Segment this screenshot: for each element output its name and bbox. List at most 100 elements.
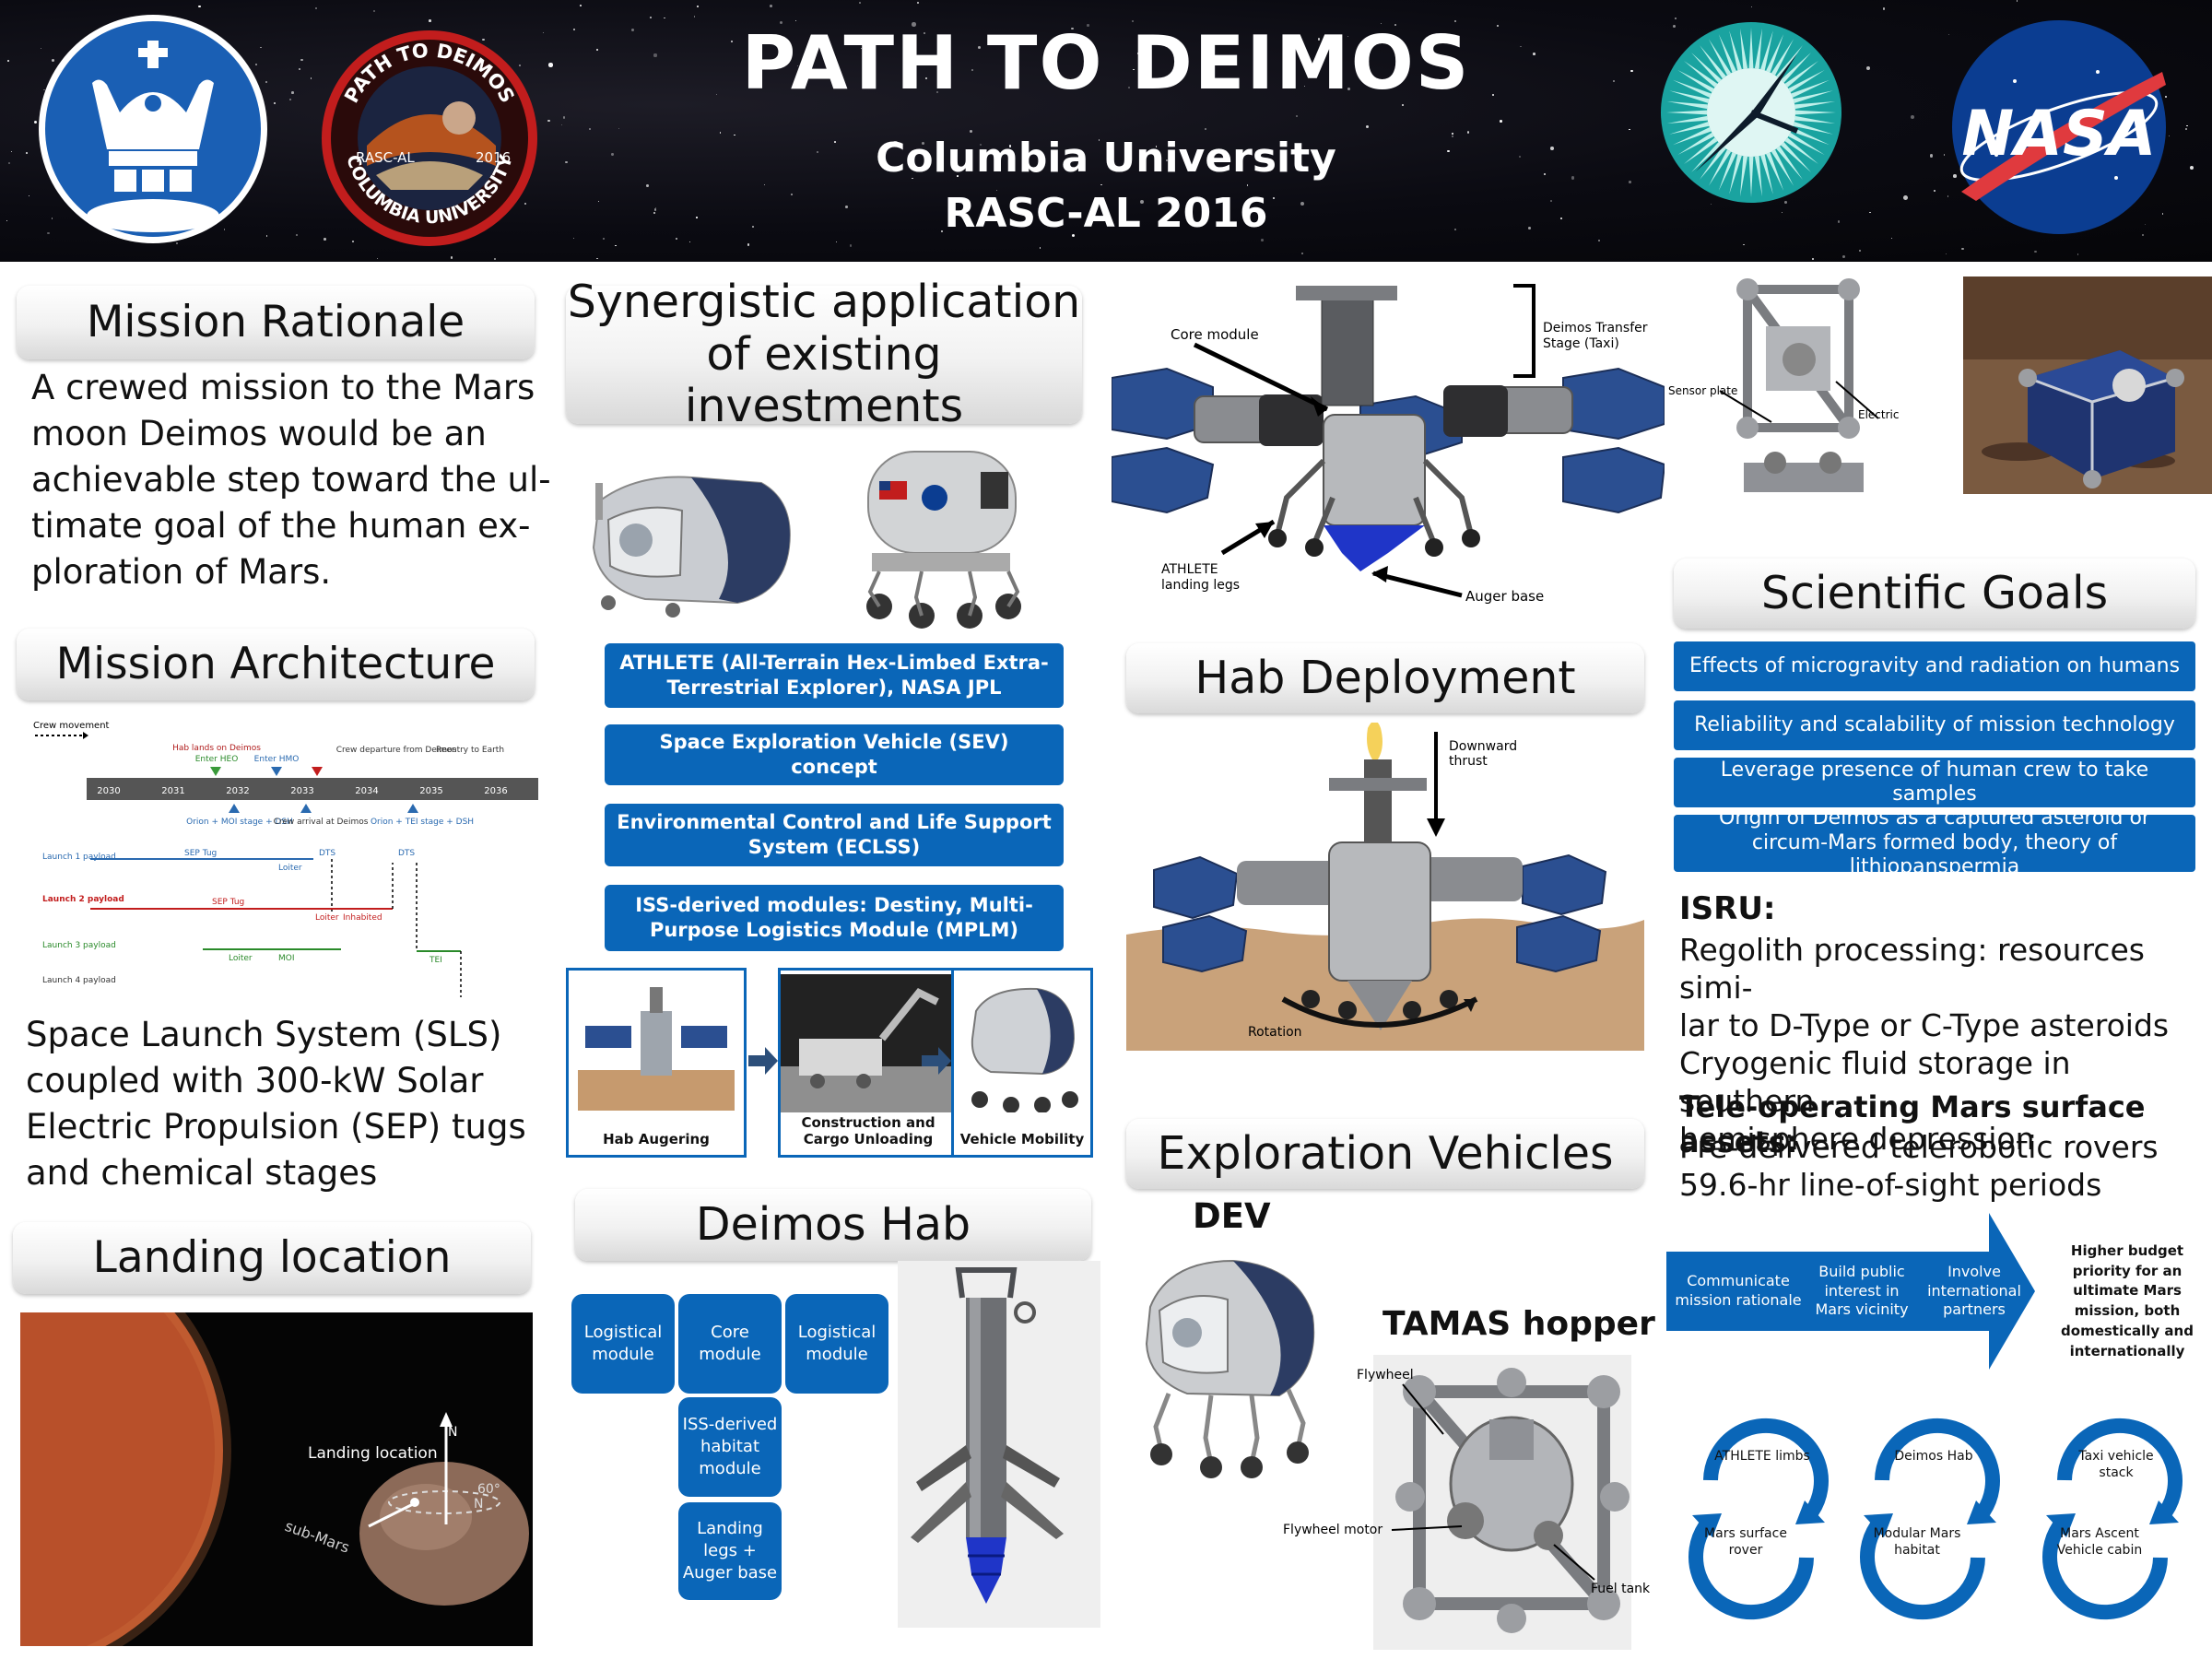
- star-dot: [730, 40, 734, 42]
- hab-landing-legs-module: Landing legs + Auger base: [678, 1502, 782, 1600]
- star-dot: [1781, 211, 1783, 214]
- star-dot: [912, 22, 916, 28]
- probe-cad-render: Sensor plate Electric box: [1665, 271, 1902, 509]
- sun-ray: [1760, 30, 1773, 71]
- sun-ray: [1754, 28, 1763, 69]
- columbia-crown-logo: [39, 15, 267, 243]
- callout-sensor-plate: Sensor plate: [1668, 384, 1737, 397]
- star-dot: [34, 120, 38, 124]
- star-dot: [834, 141, 837, 144]
- star-dot: [1072, 234, 1076, 238]
- architecture-line: Electric Propulsion (SEP) tugs: [26, 1107, 526, 1147]
- callout-arrow: [1372, 571, 1463, 598]
- star-dot: [352, 241, 354, 242]
- star-dot: [893, 140, 898, 146]
- star-dot: [2161, 213, 2164, 215]
- timeline-year: 2034: [355, 786, 378, 796]
- latitude-line: [388, 1490, 500, 1514]
- star-dot: [547, 119, 550, 123]
- cycle-top-label: Taxi vehicle stack: [2078, 1449, 2154, 1480]
- star-dot: [1261, 239, 1264, 241]
- sun-ray: [1669, 90, 1710, 103]
- step-vehicle-mobility: Vehicle Mobility: [951, 968, 1093, 1158]
- sev-rover-render: [866, 451, 1021, 629]
- track-label: MOI: [278, 954, 295, 963]
- sun-ray: [1776, 45, 1804, 79]
- mission-rationale-heading: Mission Rationale: [17, 286, 535, 359]
- star-dot: [1090, 63, 1093, 65]
- star-dot: [2016, 0, 2018, 2]
- probe-surface-photo: [1963, 276, 2212, 494]
- star-dot: [51, 218, 53, 219]
- star-dot: [747, 243, 750, 246]
- tele-operating-text: Pre-delivered telerobotic rovers 59.6-hr…: [1679, 1128, 2159, 1204]
- sun-ray: [1718, 34, 1736, 73]
- star-dot: [260, 46, 262, 49]
- star-dot: [265, 235, 268, 238]
- star-dot: [2034, 250, 2037, 253]
- sun-ray: [1794, 110, 1836, 115]
- star-dot: [542, 31, 544, 33]
- outreach-item: Communicate mission rationale: [1675, 1272, 1802, 1309]
- star-dot: [7, 59, 10, 62]
- star-dot: [790, 194, 793, 196]
- star-dot: [1454, 229, 1456, 230]
- architecture-line: Space Launch System (SLS): [26, 1015, 502, 1054]
- nasa-logo-text: NASA: [1961, 98, 2156, 171]
- sub-mars-axis: [368, 1500, 418, 1528]
- vehicle-mobility-illustration: [971, 987, 1078, 1112]
- callout-flywheel: Flywheel: [1357, 1368, 1414, 1382]
- payload-label: Launch 3 payload: [42, 941, 116, 950]
- star-dot: [1675, 17, 1677, 19]
- patch-right-text: 2016: [476, 149, 511, 166]
- star-dot: [719, 132, 722, 134]
- callout-arrow: [1193, 342, 1329, 412]
- star-dot: [1865, 65, 1870, 70]
- star-dot: [372, 9, 376, 13]
- star-dot: [615, 244, 617, 247]
- callout-line: [1391, 1525, 1463, 1531]
- thrust-label-line2: thrust: [1449, 754, 1488, 769]
- isru-text: Regolith processing: resources simi- lar…: [1679, 931, 2212, 1158]
- star-dot: [649, 17, 652, 19]
- star-dot: [482, 38, 485, 41]
- star-dot: [1466, 131, 1469, 134]
- star-dot: [1401, 103, 1405, 106]
- timeline-year: 2031: [161, 786, 184, 796]
- sun-ray: [1669, 122, 1710, 135]
- hab-augering-illustration: [578, 987, 735, 1111]
- timeline-year: 2033: [290, 786, 313, 796]
- star-dot: [796, 65, 798, 67]
- mission-architecture-heading: Mission Architecture: [17, 629, 535, 700]
- star-dot: [1394, 23, 1396, 26]
- event-label: Reentry to Earth: [436, 746, 504, 755]
- star-dot: [1953, 174, 1957, 178]
- callout-line: [1402, 1383, 1444, 1435]
- star-dot: [2141, 233, 2145, 237]
- event-label: Enter HMO: [254, 755, 300, 764]
- sun-ray: [1699, 45, 1726, 79]
- star-dot: [611, 153, 614, 156]
- track-label: DTS: [319, 849, 335, 858]
- star-dot: [971, 68, 974, 71]
- isru-line: Regolith processing: resources simi-: [1679, 932, 2145, 1006]
- star-dot: [752, 225, 755, 229]
- star-dot: [291, 91, 294, 95]
- star-dot: [980, 144, 982, 147]
- star-dot: [198, 5, 202, 8]
- sun-ray: [1718, 152, 1736, 191]
- star-dot: [376, 257, 379, 260]
- star-dot: [1543, 172, 1546, 175]
- star-dot: [1366, 125, 1370, 129]
- sun-ray: [1673, 127, 1712, 146]
- rationale-line: moon Deimos would be an: [31, 414, 487, 453]
- sun-ray: [1748, 28, 1754, 69]
- star-dot: [646, 184, 650, 187]
- star-dot: [11, 151, 13, 153]
- star-dot: [653, 212, 656, 215]
- landing-site-marker: [410, 1498, 419, 1507]
- sun-ray: [1739, 156, 1748, 197]
- star-dot: [1518, 155, 1522, 159]
- star-dot: [654, 208, 657, 211]
- callout-line: [1719, 390, 1772, 423]
